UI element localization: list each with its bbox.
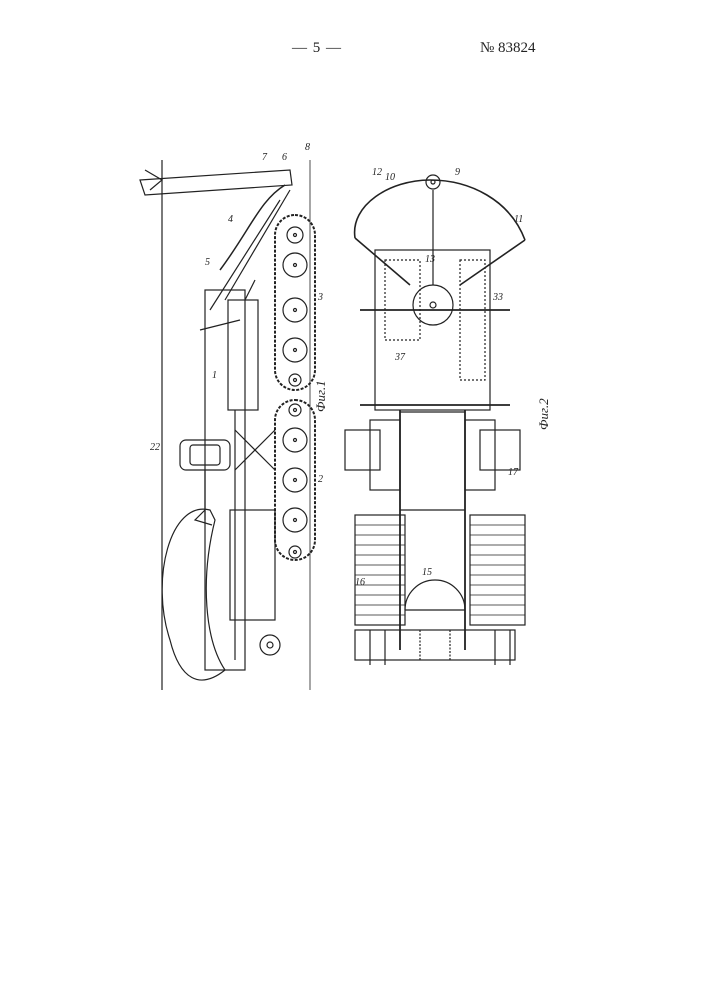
figure-1 [140, 160, 315, 690]
label-6: 6 [282, 152, 287, 163]
label-15: 15 [422, 567, 432, 578]
label-13: 13 [425, 254, 435, 265]
label-4: 4 [228, 214, 233, 225]
label-12: 12 [372, 167, 382, 178]
label-1: 1 [212, 370, 217, 381]
label-37: 37 [394, 352, 406, 363]
label-3: 3 [317, 292, 323, 303]
figure-1-caption: Фиг.1 [313, 380, 328, 412]
label-16: 16 [355, 577, 365, 588]
label-22: 22 [150, 442, 160, 453]
label-9: 9 [455, 167, 460, 178]
figure-2-caption: Фиг.2 [536, 398, 551, 430]
label-8: 8 [305, 142, 310, 153]
label-10: 10 [385, 172, 395, 183]
figure-2 [345, 175, 525, 665]
label-2: 2 [318, 474, 323, 485]
label-17: 17 [508, 467, 519, 478]
label-33: 33 [492, 292, 503, 303]
label-7: 7 [262, 152, 268, 163]
label-5: 5 [205, 257, 210, 268]
label-11: 11 [514, 214, 523, 225]
